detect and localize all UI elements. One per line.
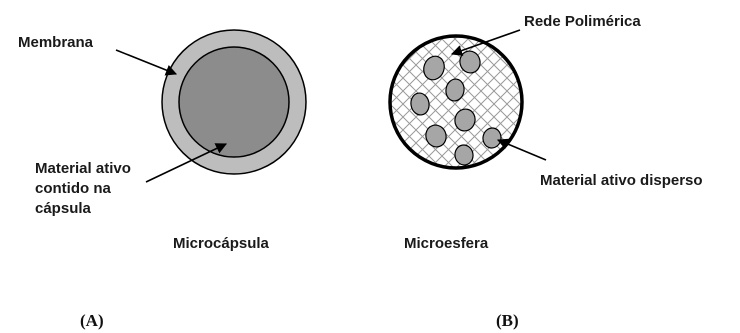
active-material-label-line-2: contido na [35, 180, 111, 198]
panel-label-a: (A) [80, 311, 104, 331]
microcapsule-caption: Microcápsula [173, 235, 269, 253]
active-material-label-line-3: cápsula [35, 200, 91, 218]
dispersed-material-label: Material ativo disperso [540, 172, 703, 190]
dispersed-arrow [498, 140, 546, 160]
membrane-label: Membrana [18, 34, 93, 52]
panel-label-b: (B) [496, 311, 519, 331]
active-material-label-line-1: Material ativo [35, 160, 131, 178]
membrane-arrow [116, 50, 176, 74]
microsphere-caption: Microesfera [404, 235, 488, 253]
polymer-network-label: Rede Polimérica [524, 13, 641, 31]
microcapsule [162, 30, 306, 174]
capsule-core [179, 47, 289, 157]
